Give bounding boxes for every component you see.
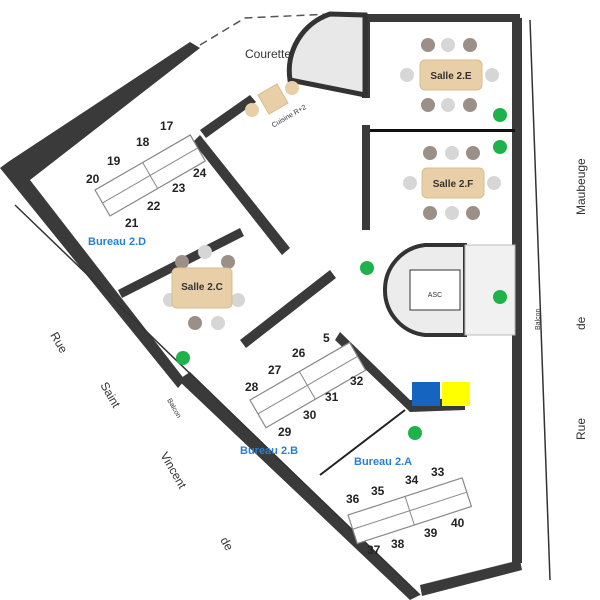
desk-cluster-d xyxy=(94,134,207,217)
seat-number: 18 xyxy=(136,135,150,149)
seat-number: 23 xyxy=(172,181,186,195)
seat-number: 39 xyxy=(424,526,438,540)
seat-number: 17 xyxy=(160,119,174,133)
seat-number: 26 xyxy=(292,346,306,360)
seat-number: 24 xyxy=(193,166,207,180)
salle-2f-label: Salle 2.F xyxy=(433,179,474,190)
seat-number: 20 xyxy=(86,172,100,186)
salle-2c-label: Salle 2.C xyxy=(181,282,223,293)
seat-number: 38 xyxy=(391,537,405,551)
seat-number: 35 xyxy=(371,484,385,498)
street-label: Maubeuge xyxy=(574,158,588,215)
seat-number: 33 xyxy=(431,465,445,479)
plant-icons xyxy=(176,108,507,440)
salle-2c: Salle 2.C xyxy=(163,245,245,330)
seat-number: 27 xyxy=(268,363,282,377)
street-label: Vincent xyxy=(157,450,189,492)
salle-2f: Salle 2.F xyxy=(403,146,501,220)
plant-icon xyxy=(408,426,422,440)
plant-icon xyxy=(493,290,507,304)
street-label: Rue xyxy=(47,330,70,356)
street-label: Saint xyxy=(97,380,123,411)
plant-icon xyxy=(493,108,507,122)
desk-cluster-a xyxy=(347,477,473,545)
seat-numbers: 17 18 19 20 21 22 23 24 26 5 27 28 29 30… xyxy=(86,119,465,557)
bureau-2a-label: Bureau 2.A xyxy=(354,456,412,468)
yellow-marker xyxy=(442,382,470,406)
seat-number: 21 xyxy=(125,216,139,230)
asc-label: ASC xyxy=(428,292,442,299)
courette-label: Courette xyxy=(245,47,291,61)
staircase xyxy=(286,11,368,99)
plant-icon xyxy=(360,261,374,275)
street-label: Rue xyxy=(574,418,588,440)
blue-marker xyxy=(412,382,440,406)
seat-number: 36 xyxy=(346,492,360,506)
street-label: de xyxy=(217,535,236,554)
plant-icon xyxy=(176,351,190,365)
seat-number: 34 xyxy=(405,473,419,487)
elevator: ASC xyxy=(382,243,516,337)
desk-cluster-b xyxy=(249,341,367,429)
cuisine: Cuisine R+2 xyxy=(245,81,308,129)
seat-number: 5 xyxy=(323,331,330,345)
salle-2e-label: Salle 2.E xyxy=(430,71,471,82)
balcony-label: Balcon xyxy=(535,308,542,330)
seat-number: 29 xyxy=(278,425,292,439)
seat-number: 40 xyxy=(451,516,465,530)
street-label: de xyxy=(574,316,588,330)
seat-number: 22 xyxy=(147,199,161,213)
seat-number: 37 xyxy=(367,543,381,557)
seat-number: 32 xyxy=(350,374,364,388)
bureau-2d-label: Bureau 2.D xyxy=(88,236,146,248)
seat-number: 28 xyxy=(245,380,259,394)
salle-2e: Salle 2.E xyxy=(400,38,499,112)
balcony-label: Balcon xyxy=(165,398,182,420)
seat-number: 30 xyxy=(303,408,317,422)
seat-number: 31 xyxy=(325,390,339,404)
bureau-2b-label: Bureau 2.B xyxy=(240,445,298,457)
seat-number: 19 xyxy=(107,154,121,168)
plant-icon xyxy=(493,140,507,154)
